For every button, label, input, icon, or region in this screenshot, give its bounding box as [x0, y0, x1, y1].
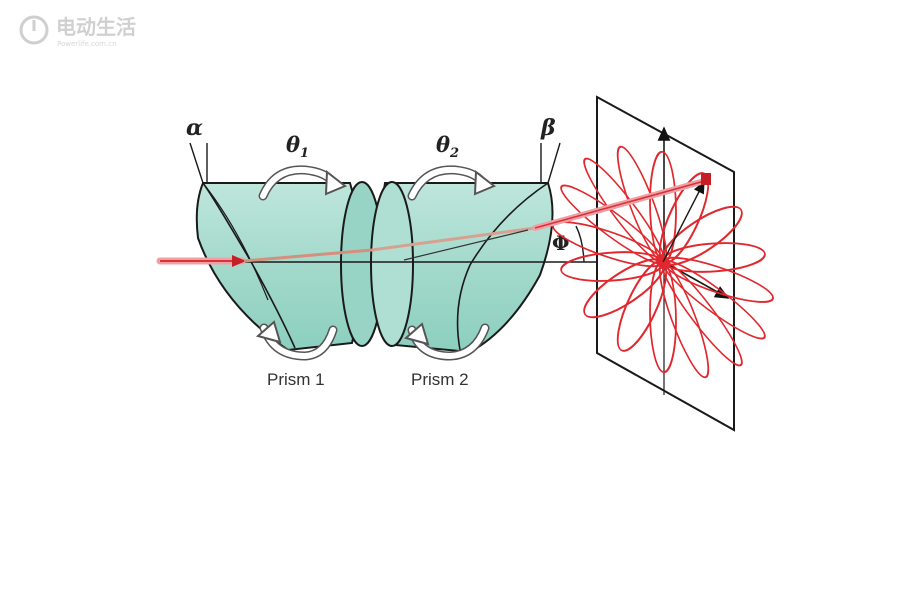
theta2-rotation-arrow-bottom-fill [409, 325, 488, 360]
internal-ray [403, 229, 529, 261]
beta-pointer-2 [547, 142, 561, 184]
theta2-label: θ2 [436, 132, 459, 161]
beam-spot [701, 173, 711, 185]
rotation-arrows [255, 165, 496, 361]
prism-1-label: Prism 1 [267, 370, 325, 389]
power-logo-icon [19, 15, 49, 45]
watermark-url: Powerlife.com.cn [57, 40, 117, 48]
theta2-arrow-head [473, 170, 496, 196]
alpha-pointer [189, 142, 204, 184]
deflection-vector [662, 180, 705, 263]
prism-1-face-inner [202, 182, 269, 301]
theta1-label: θ1 [286, 132, 309, 161]
alpha-label: α [186, 115, 203, 141]
theta1-rotation-arrow-bottom-fill [261, 325, 336, 360]
projection-screen [552, 95, 774, 432]
watermark: 电动生活 Powerlife.com.cn [19, 15, 136, 48]
prism-2-end-face [370, 181, 414, 347]
phi-label: Φ [552, 231, 569, 255]
laser-beam [156, 173, 711, 267]
watermark-name: 电动生活 [56, 15, 136, 39]
prism-2-label: Prism 2 [411, 370, 469, 389]
output-beam [534, 179, 709, 229]
beta-label: β [540, 115, 556, 141]
beam-in-prism-2 [371, 226, 536, 252]
theta1-arrow-head [324, 170, 347, 196]
prism-2 [370, 181, 554, 354]
beam-in-prism-1 [243, 248, 373, 263]
theta2-arrow-head-bottom [403, 322, 430, 346]
prism-2-face [456, 182, 549, 351]
phi-arc [575, 225, 585, 263]
prism-1 [195, 181, 384, 352]
theta1-arrow-head-bottom [255, 320, 282, 344]
